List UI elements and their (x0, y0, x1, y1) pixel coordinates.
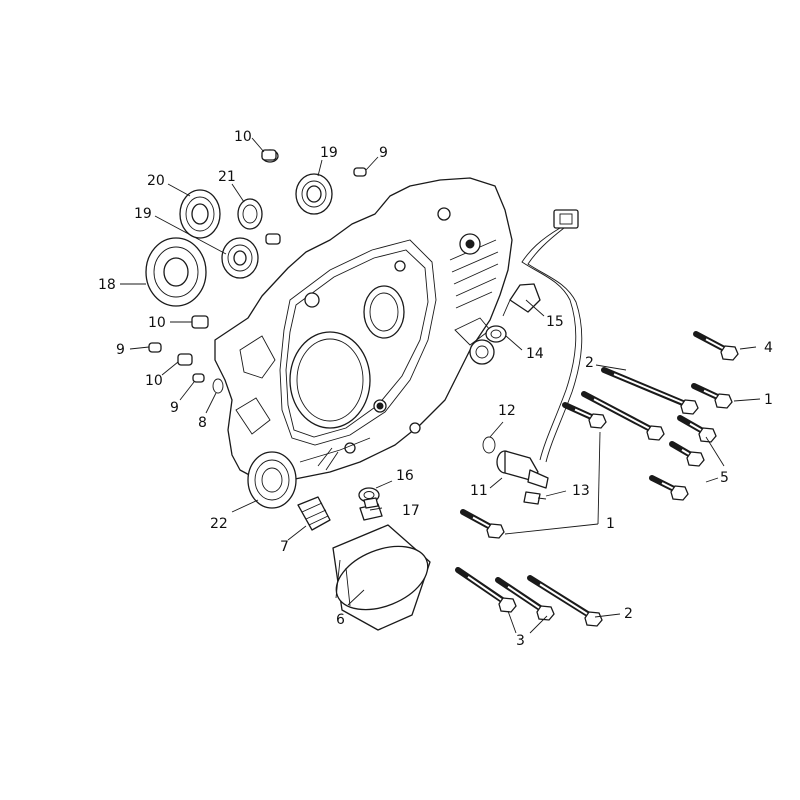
bolt-part-3-b-shank (507, 585, 545, 612)
callout-1-bottom: 1 (606, 516, 615, 532)
part-21-bearing (237, 198, 263, 230)
part-10-dowel-mid (191, 315, 209, 329)
part-12-o-ring (482, 436, 496, 454)
callout-7: 7 (280, 539, 289, 555)
bolt-part-2-bottom-shank (539, 583, 593, 618)
callout-9-top: 9 (379, 145, 388, 161)
bolts (455, 331, 739, 627)
bolt-part-1-top (691, 383, 733, 409)
bolt-part-5-c (649, 475, 689, 501)
callout-9-low: 9 (170, 400, 179, 416)
bolt-part-2-bottom-head (584, 611, 603, 627)
callout-17: 17 (402, 503, 420, 519)
bolt-part-5-a (677, 415, 717, 443)
bolt-part-3-a-head (498, 597, 517, 613)
callout-22: 22 (210, 516, 228, 532)
part-9-pin-top (353, 167, 367, 177)
part-10-dowel-top (261, 149, 279, 163)
part-11-sensor (496, 450, 549, 489)
bolt-part-2-short-head (588, 413, 607, 429)
part-9-pin-left (148, 342, 162, 353)
bolt-part-4-head (720, 345, 739, 361)
bolt-part-5-a-head (698, 427, 717, 443)
part-7-fitting (297, 496, 331, 531)
bolt-part-2-top-b-shank (593, 398, 655, 432)
callout-21: 21 (218, 169, 236, 185)
callout-6: 6 (336, 612, 345, 628)
callout-19-top: 19 (320, 145, 338, 161)
part-19-bearing-top (295, 173, 333, 215)
bolt-part-2-bottom (527, 575, 603, 627)
callout-8: 8 (198, 415, 207, 431)
callout-1-top: 1 (764, 392, 773, 408)
part-20-bearing (179, 189, 221, 239)
bolt-part-2-top-b-head (646, 425, 665, 441)
part-22-oil-seal (247, 451, 297, 509)
callout-3: 3 (516, 633, 525, 649)
bolt-part-3-b (495, 577, 555, 621)
bolt-part-4 (693, 331, 739, 361)
part-10-dowel-low (177, 353, 193, 366)
part-8-o-ring (212, 378, 224, 394)
part-dowel-mid (265, 233, 281, 245)
part-13-bolt (523, 491, 547, 505)
bolt-part-3-a-shank (467, 575, 507, 604)
bolt-part-2-top-a (601, 367, 699, 415)
callout-10-mid: 10 (148, 315, 166, 331)
bolt-part-1-bottom-head (486, 523, 505, 539)
callout-2-bottom: 2 (624, 606, 633, 622)
callout-11: 11 (470, 483, 488, 499)
callout-9-left: 9 (116, 342, 125, 358)
callout-10-top: 10 (234, 129, 252, 145)
part-9-pin-low (192, 373, 205, 383)
leader-lines (120, 137, 761, 634)
callout-20: 20 (147, 173, 165, 189)
part-15-switch (502, 283, 541, 317)
part-19-bearing-mid (221, 237, 259, 279)
callout-14: 14 (526, 346, 544, 362)
bolt-part-1-bottom (460, 509, 505, 539)
part-6-oil-filter (332, 524, 431, 631)
callout-2-top: 2 (585, 355, 594, 371)
bolt-part-2-top-a-head (680, 399, 699, 415)
bolt-part-5-c-head (670, 485, 689, 501)
bolt-part-5-b-head (686, 451, 705, 467)
part-14-washer (485, 325, 507, 343)
callout-19-mid: 19 (134, 206, 152, 222)
bolt-part-2-top-b (581, 391, 665, 441)
part-17-drain-plug (359, 497, 383, 521)
bolt-part-3-b-head (536, 605, 555, 621)
bolt-part-1-top-head (714, 393, 733, 409)
callout-12: 12 (498, 403, 516, 419)
callout-18: 18 (98, 277, 116, 293)
callout-15: 15 (546, 314, 564, 330)
bolt-part-2-top-a-shank (613, 373, 689, 406)
bolt-part-3-a (455, 567, 517, 613)
crankcase (214, 177, 513, 483)
bolt-part-2-short (562, 402, 607, 429)
part-18-bearing-large (145, 237, 207, 307)
callout-5: 5 (720, 470, 729, 486)
callout-10-low: 10 (145, 373, 163, 389)
bolt-part-5-b (669, 441, 705, 467)
callout-4: 4 (764, 340, 773, 356)
callout-13: 13 (572, 483, 590, 499)
callout-labels: 10 19 9 20 21 19 18 10 9 10 9 8 15 14 4 … (98, 129, 773, 649)
wiring-harness (521, 209, 583, 463)
callout-16: 16 (396, 468, 414, 484)
